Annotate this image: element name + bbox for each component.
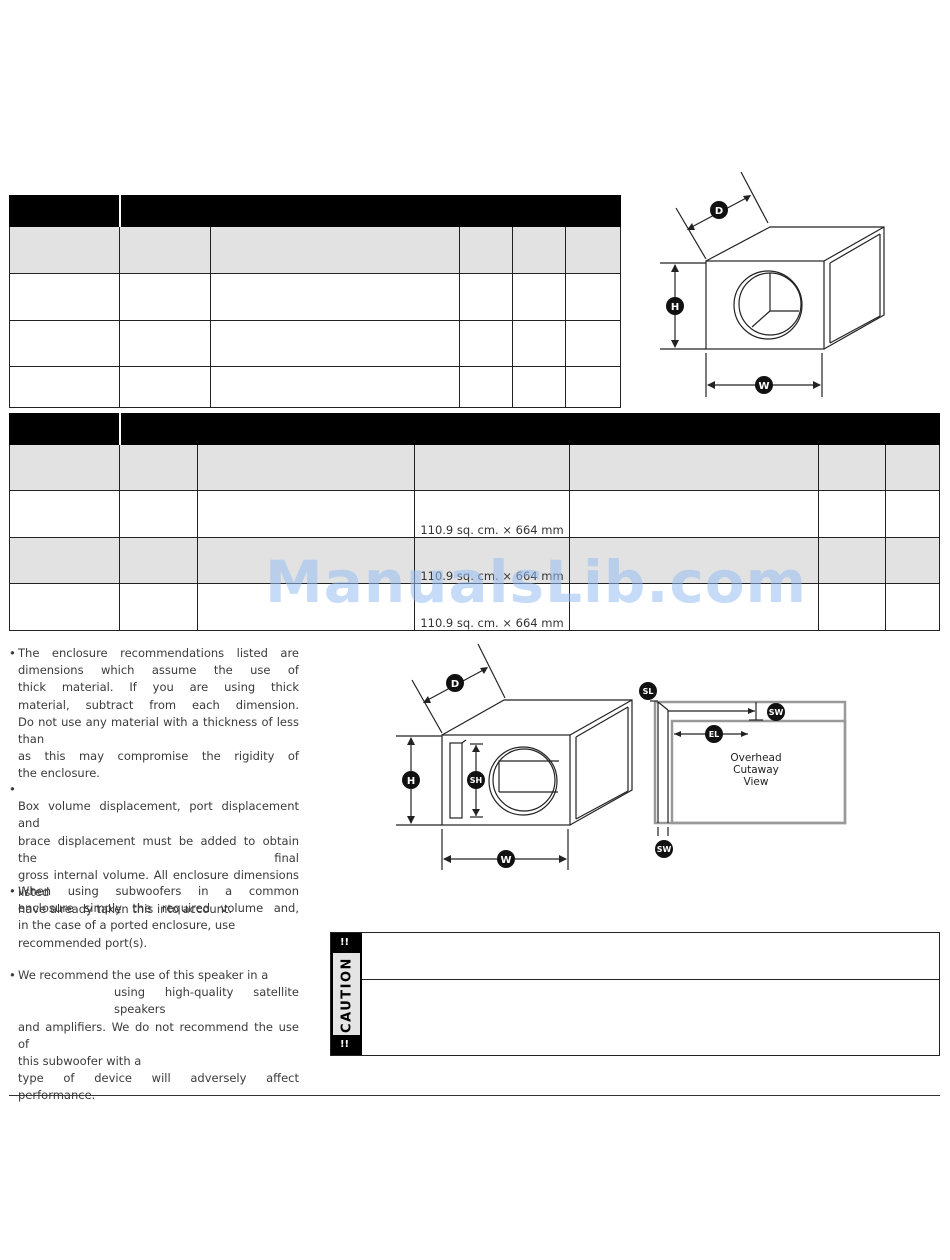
dimension-label-d: D	[710, 201, 728, 219]
dimension-label-w: W	[755, 376, 773, 394]
enclosure-table-2: 110.9 sq. cm. × 664 mm 110.9 sq. cm. × 6…	[9, 413, 940, 631]
svg-text:SL: SL	[643, 687, 654, 696]
column-header-row	[9, 226, 622, 274]
watermark: ManualsLib.com	[265, 548, 808, 616]
cutaway-caption: Overhead Cutaway View	[730, 752, 781, 788]
footer-rule	[9, 1095, 940, 1096]
svg-text:EL: EL	[709, 730, 720, 739]
table-header-row	[9, 413, 940, 445]
table-row: 110.9 sq. cm. × 664 mm	[9, 537, 940, 584]
dimension-label-h: H	[402, 771, 420, 789]
table-header-row	[9, 195, 622, 227]
dimension-label-w: W	[497, 850, 515, 868]
svg-text:Cutaway: Cutaway	[733, 764, 779, 776]
warning-icon: !!	[340, 937, 350, 948]
caution-divider	[362, 979, 939, 980]
sealed-enclosure-diagram: D H W	[660, 171, 885, 397]
dimension-label-d: D	[446, 674, 464, 692]
ported-enclosure-diagram: D H W SH SL SW EL SW Overhead Cutaway Vi…	[396, 643, 847, 870]
note-recommendation: •We recommend the use of this speaker in…	[9, 968, 299, 1103]
port-size-cell: 110.9 sq. cm. × 664 mm	[414, 490, 570, 538]
svg-text:W: W	[758, 381, 769, 392]
caution-label: CAUTION	[339, 957, 355, 1033]
svg-text:H: H	[671, 302, 679, 313]
header-cell	[9, 413, 120, 445]
column-header-row	[9, 444, 940, 491]
table-row: 110.9 sq. cm. × 664 mm	[9, 490, 940, 538]
table-row	[9, 320, 622, 367]
warning-icon: !!	[340, 1039, 350, 1050]
header-cell	[118, 195, 622, 227]
table-row: 110.9 sq. cm. × 664 mm	[9, 583, 940, 631]
enclosure-table-1	[9, 195, 622, 408]
table-row	[9, 366, 622, 408]
dimension-label-sl: SL	[639, 682, 657, 700]
dimension-label-h: H	[666, 297, 684, 315]
svg-text:SH: SH	[470, 776, 482, 785]
header-cell	[9, 195, 120, 227]
port-size-cell: 110.9 sq. cm. × 664 mm	[414, 583, 570, 631]
note-displacement: • Box volume displacement, port displace…	[9, 782, 299, 917]
svg-text:D: D	[451, 679, 459, 690]
table-row	[9, 273, 622, 321]
svg-text:D: D	[715, 206, 723, 217]
dimension-label-sh: SH	[467, 771, 485, 789]
svg-text:SW: SW	[657, 845, 672, 854]
svg-text:Overhead: Overhead	[730, 752, 781, 764]
caution-strip: !! CAUTION !!	[331, 933, 362, 1055]
svg-text:W: W	[500, 855, 511, 866]
dimension-label-sw-top: SW	[767, 703, 785, 721]
svg-text:View: View	[744, 776, 769, 788]
caution-box: !! CAUTION !!	[330, 932, 940, 1056]
svg-text:H: H	[407, 776, 415, 787]
note-enclosure-material: •The enclosure recommendations listed ar…	[9, 646, 299, 781]
note-common-enclosure: •When using subwoofers in a common enclo…	[9, 884, 299, 950]
dimension-label-el: EL	[705, 725, 723, 743]
dimension-label-sw-bottom: SW	[655, 840, 673, 858]
svg-text:SW: SW	[769, 708, 784, 717]
header-cell	[118, 413, 940, 445]
